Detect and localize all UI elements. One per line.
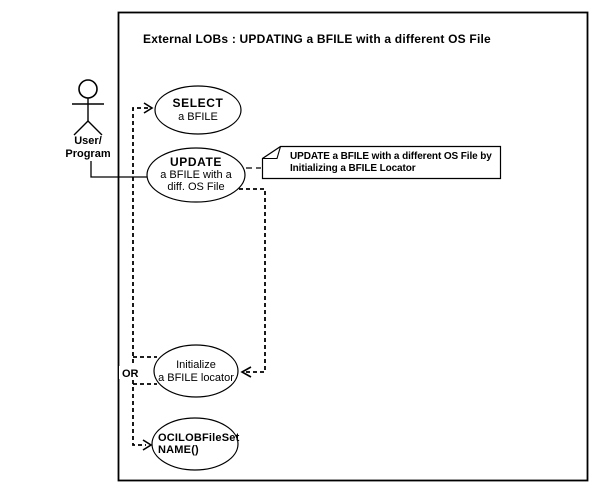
note-text-line1: UPDATE a BFILE with a different OS File … xyxy=(290,151,492,162)
diagram-frame xyxy=(117,11,589,482)
update-label-line2: a BFILE with a xyxy=(160,169,232,181)
actor-legs xyxy=(73,120,103,136)
use-case-update xyxy=(146,147,246,203)
note-folded-corner xyxy=(262,146,282,160)
note-box xyxy=(261,145,502,180)
diagram-title: External LOBs : UPDATING a BFILE with a … xyxy=(143,32,491,46)
ocilobfileset-label-line2: NAME() xyxy=(158,444,199,456)
update-label-line1: UPDATE xyxy=(170,155,222,169)
select-label-line2: a BFILE xyxy=(178,111,218,123)
update-label-line3: diff. OS File xyxy=(167,181,224,193)
note-text-line2: Initializing a BFILE Locator xyxy=(290,163,416,174)
initialize-label-line1: Initialize xyxy=(176,359,216,371)
or-label-background xyxy=(119,366,149,379)
arrowhead-into-initialize xyxy=(240,366,252,378)
actor-label-line1: User/ xyxy=(74,135,102,147)
use-case-select xyxy=(154,85,242,135)
initialize-label-line2: a BFILE locator xyxy=(158,372,234,384)
or-label: OR xyxy=(122,368,139,380)
arrowhead-into-ocilobfileset xyxy=(142,439,153,451)
update-initialize-dashed-flow xyxy=(239,188,266,373)
actor-figure xyxy=(72,79,104,136)
use-case-initialize xyxy=(153,344,239,398)
select-label-line1: SELECT xyxy=(173,96,224,110)
arrowhead-into-select xyxy=(143,102,154,114)
use-case-ocilobfileset xyxy=(151,417,239,471)
actor-update-association xyxy=(90,161,148,178)
ocilobfileset-label-line1: OCILOBFileSet xyxy=(158,432,240,444)
actor-label-line2: Program xyxy=(65,148,110,160)
actor-head xyxy=(78,79,98,99)
left-dashed-flow xyxy=(132,107,148,446)
